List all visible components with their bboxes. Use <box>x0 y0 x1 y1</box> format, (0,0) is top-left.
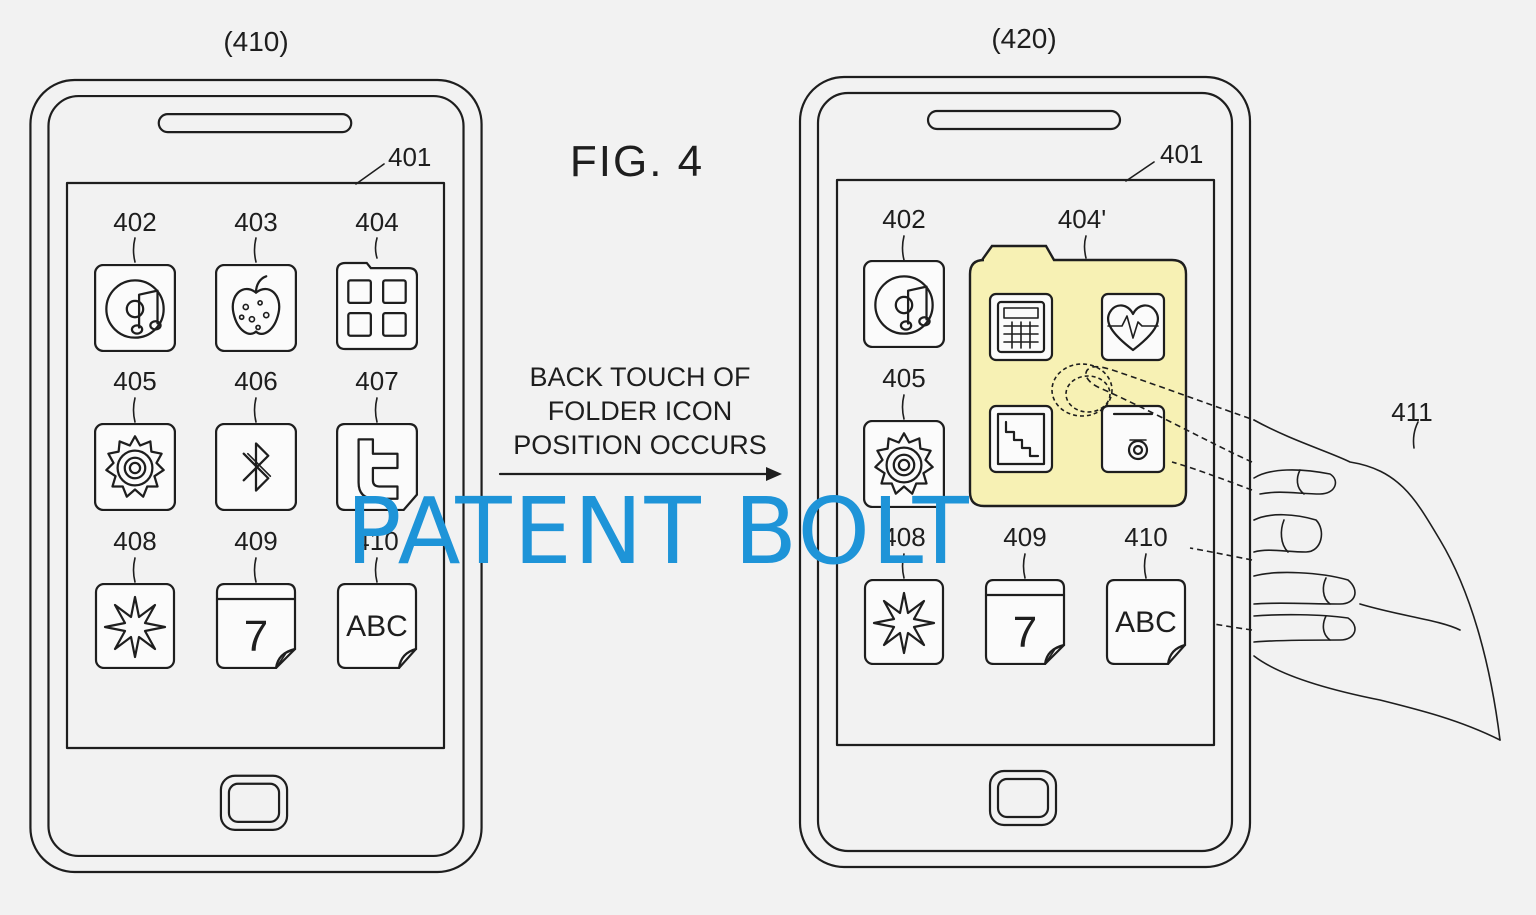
leader-line <box>253 397 257 423</box>
caption-line-3: POSITION OCCURS <box>513 430 767 460</box>
right-phone: 401 402 405 408 409 7 410 ABC 404' <box>798 75 1501 869</box>
leader-line <box>253 557 257 583</box>
figure-title: FIG. 4 <box>570 137 704 186</box>
bluetooth-icon[interactable] <box>215 423 297 511</box>
arrow-head-icon <box>766 467 782 481</box>
leader-line <box>1022 553 1026 579</box>
expanded-folder[interactable] <box>968 244 1188 508</box>
folder-ref: 404' <box>1058 204 1106 234</box>
stairs-chart-icon[interactable] <box>988 404 1054 474</box>
left-ref-404: 404 <box>355 207 398 237</box>
right-ref-405: 405 <box>882 363 925 393</box>
hand-leader <box>1412 421 1419 449</box>
right-screen-ref: 401 <box>1160 139 1203 169</box>
state-label-420: (420) <box>991 23 1056 54</box>
calendar-day: 7 <box>244 612 268 661</box>
right-ref-410: 410 <box>1124 522 1167 552</box>
music-disc-icon[interactable] <box>94 264 176 352</box>
right-ref-408: 408 <box>882 522 925 552</box>
caption-line-2: FOLDER ICON <box>548 396 733 426</box>
settings-gear-icon[interactable] <box>94 423 176 511</box>
leader-line <box>253 237 257 263</box>
leader-line <box>1143 553 1147 579</box>
left-screen-ref: 401 <box>388 142 431 172</box>
left-ref-402: 402 <box>113 207 156 237</box>
sparkle-icon[interactable] <box>94 583 176 669</box>
left-ref-403: 403 <box>234 207 277 237</box>
right-ref-402: 402 <box>882 204 925 234</box>
left-ref-406: 406 <box>234 366 277 396</box>
hand-ref: 411 <box>1391 397 1432 427</box>
calculator-icon[interactable] <box>988 292 1054 362</box>
left-ref-410: 410 <box>355 526 398 556</box>
left-phone-screen <box>65 181 446 750</box>
left-ref-408: 408 <box>113 526 156 556</box>
leader-line <box>901 553 905 579</box>
music-disc-icon[interactable] <box>863 260 945 348</box>
calendar-day: 7 <box>1013 608 1037 657</box>
sparkle-icon[interactable] <box>863 579 945 665</box>
heart-monitor-icon[interactable] <box>1100 292 1166 362</box>
abc-label: ABC <box>1115 606 1177 639</box>
hand-illustration: 411 <box>1085 365 1501 741</box>
leader-line <box>374 557 378 583</box>
left-ref-405: 405 <box>113 366 156 396</box>
watermark: PATENT BOLT <box>346 478 971 585</box>
state-label-410: (410) <box>223 26 288 57</box>
left-screen-leader <box>355 163 385 185</box>
transition-caption: BACK TOUCH OF FOLDER ICON POSITION OCCUR… <box>498 362 782 481</box>
abc-label: ABC <box>346 610 408 643</box>
left-ref-409: 409 <box>234 526 277 556</box>
folder-grid-icon[interactable] <box>336 261 418 351</box>
leader-line <box>374 397 378 423</box>
leader-line <box>901 235 905 261</box>
apple-icon[interactable] <box>215 264 297 352</box>
right-ref-409: 409 <box>1003 522 1046 552</box>
leader-line <box>132 397 136 423</box>
touch-ripple-icon <box>1051 363 1113 417</box>
right-phone-screen <box>835 178 1216 747</box>
leader-line <box>374 237 378 259</box>
camera-icon[interactable] <box>1100 404 1166 474</box>
left-ref-407: 407 <box>355 366 398 396</box>
leader-line <box>132 237 136 263</box>
right-screen-leader <box>1125 161 1155 182</box>
leader-line <box>1083 235 1087 259</box>
caption-line-1: BACK TOUCH OF <box>529 362 750 392</box>
leader-line <box>132 557 136 583</box>
leader-line <box>901 394 905 420</box>
left-phone: 401 402 403 404 405 406 407 408 409 7 41… <box>29 78 483 874</box>
